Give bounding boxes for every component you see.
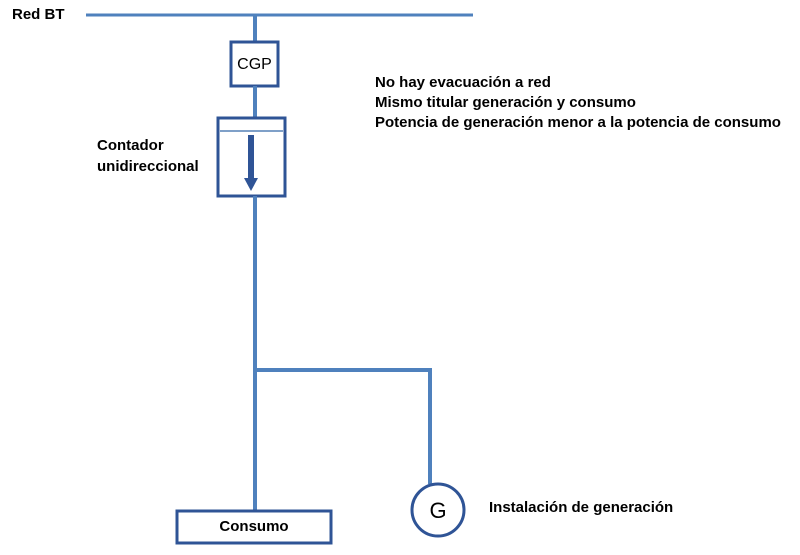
condition-no-export: No hay evacuación a red <box>375 74 551 91</box>
load-label: Consumo <box>219 518 289 535</box>
conditions-list: No hay evacuación a red Mismo titular ge… <box>375 73 781 133</box>
generator-circle <box>410 482 466 538</box>
condition-same-owner: Mismo titular generación y consumo <box>375 94 636 111</box>
condition-power-limit: Potencia de generación menor a la potenc… <box>375 114 781 131</box>
cgp-label: CGP <box>237 56 272 73</box>
unidirectional-arrow-icon <box>244 135 258 191</box>
generator-symbol: G <box>429 498 447 523</box>
grid-label: Red BT <box>12 6 65 23</box>
generator-label: Instalación de generación <box>489 499 674 516</box>
load-box <box>175 509 333 545</box>
meter-label: Contador unidireccional <box>97 137 199 175</box>
